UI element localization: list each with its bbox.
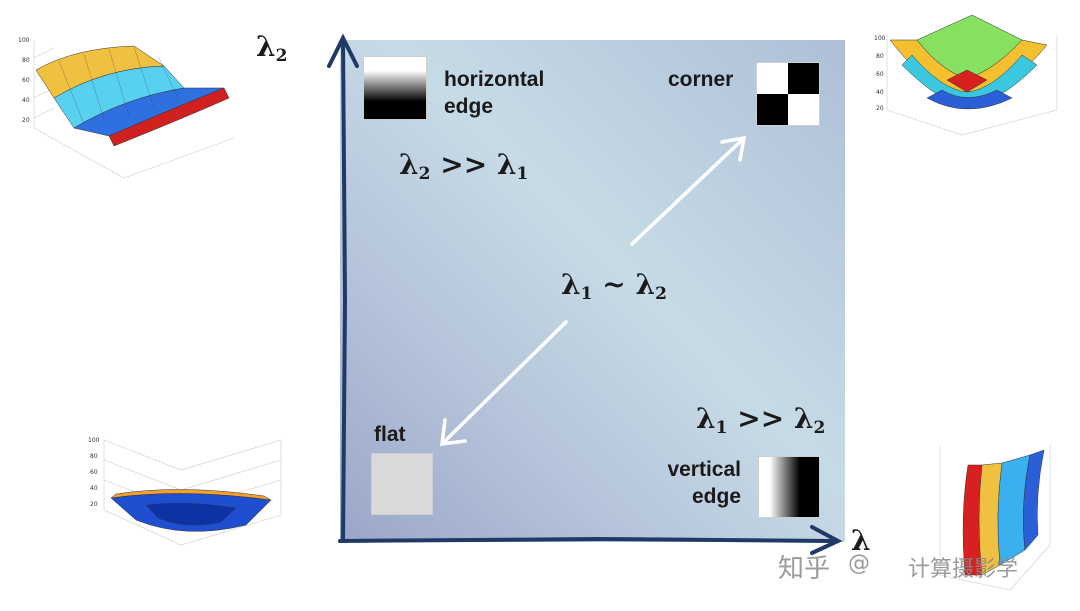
vertical-edge-label: vertical edge (657, 456, 741, 510)
svg-text:40: 40 (90, 485, 98, 492)
flat-swatch (371, 453, 433, 515)
svg-text:100: 100 (874, 35, 886, 42)
svg-text:60: 60 (90, 469, 98, 476)
corner-label: corner (668, 68, 734, 91)
svg-text:60: 60 (876, 71, 884, 78)
diagonal-arrow-upper-head (720, 135, 747, 162)
svg-text:20: 20 (22, 117, 30, 124)
y-axis (341, 38, 348, 542)
x-axis-arrowhead (810, 525, 843, 555)
y-axis-arrowhead (327, 33, 359, 68)
svg-text:60: 60 (22, 77, 30, 84)
svg-text:20: 20 (876, 105, 884, 112)
watermark-account: 计算摄影学 (908, 557, 1019, 582)
svg-text:80: 80 (876, 53, 884, 60)
watermark-at: @ (848, 551, 870, 576)
svg-text:80: 80 (90, 453, 98, 460)
horizontal-edge-surface-plot: 100 80 60 40 20 (18, 37, 235, 178)
vertical-edge-swatch (758, 456, 820, 518)
svg-text:20: 20 (90, 501, 98, 508)
horizontal-edge-label-line2: edge (444, 95, 494, 118)
lambda1-gg-lambda2: λ1 >> λ2 (696, 402, 826, 438)
lambda1-approx-lambda2: λ1 ~ λ2 (561, 268, 667, 304)
vertical-edge-surface-plot (939, 445, 1051, 591)
flat-label: flat (374, 423, 406, 446)
svg-text:40: 40 (22, 97, 30, 104)
x-axis (338, 536, 834, 543)
svg-text:100: 100 (18, 37, 30, 44)
corner-swatch (756, 62, 820, 126)
horizontal-edge-label-line1: horizontal (444, 68, 545, 91)
svg-text:40: 40 (876, 89, 884, 96)
diagonal-arrow-upper (630, 138, 744, 246)
corner-surface-plot: 100 80 60 40 20 (874, 14, 1058, 136)
vertical-edge-label-line1: vertical (667, 458, 741, 481)
horizontal-edge-label: horizontal edge (444, 66, 544, 120)
y-axis-label-lambda2: λ2 (256, 30, 288, 66)
lambda2-gg-lambda1: λ2 >> λ1 (399, 148, 529, 184)
diagonal-arrow-lower (442, 320, 568, 444)
diagonal-arrow-lower-head (439, 418, 467, 447)
horizontal-edge-swatch (363, 56, 427, 120)
svg-text:100: 100 (88, 437, 100, 444)
x-axis-label-lambda1: λ (851, 524, 871, 557)
flat-surface-plot: 100 80 60 40 20 (88, 437, 282, 546)
svg-text:80: 80 (22, 57, 30, 64)
zhihu-watermark-logo: 知乎 (778, 554, 831, 584)
vertical-edge-label-line2: edge (691, 485, 741, 508)
